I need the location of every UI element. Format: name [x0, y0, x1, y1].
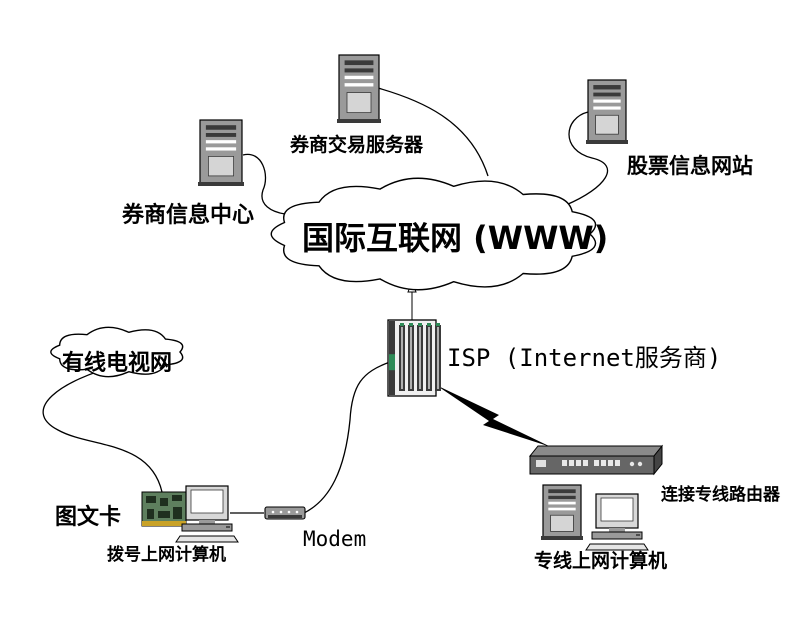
server-icon	[198, 119, 244, 186]
server-icon	[337, 54, 381, 123]
isp-label: ISP (Internet服务商)	[447, 344, 722, 372]
securities-info-center-label: 券商信息中心	[122, 203, 255, 228]
modem-label: Modem	[303, 527, 367, 551]
leased-router-label: 连接专线路由器	[661, 485, 780, 505]
graphics-card-label: 图文卡	[55, 505, 122, 530]
dialup-computer-label: 拨号上网计算机	[107, 545, 226, 565]
internet-label: 国际互联网 (WWW)	[302, 219, 609, 257]
internet-cloud-icon	[270, 177, 597, 291]
router-icon	[528, 444, 664, 476]
securities-trading-server-label: 券商交易服务器	[290, 134, 424, 156]
link-cabletv	[42, 364, 163, 493]
link-info-center	[242, 153, 286, 215]
link-modem-isp	[303, 361, 391, 514]
circuit-card-icon	[141, 491, 187, 527]
stock-info-site-label: 股票信息网站	[627, 154, 753, 178]
modem-icon	[264, 506, 306, 520]
link-stock-site	[565, 111, 609, 206]
cabletv-cloud-icon	[50, 326, 184, 378]
leased-computer-label: 专线上网计算机	[534, 550, 668, 572]
desktop-computer-icon	[585, 493, 649, 551]
server-icon	[541, 484, 583, 540]
cable-tv-label: 有线电视网	[62, 351, 173, 376]
isp-rack-icon	[387, 319, 441, 397]
link-trading-server	[377, 87, 489, 177]
desktop-computer-icon	[175, 485, 239, 543]
server-icon	[586, 79, 628, 144]
lightning-link-icon	[436, 385, 551, 447]
